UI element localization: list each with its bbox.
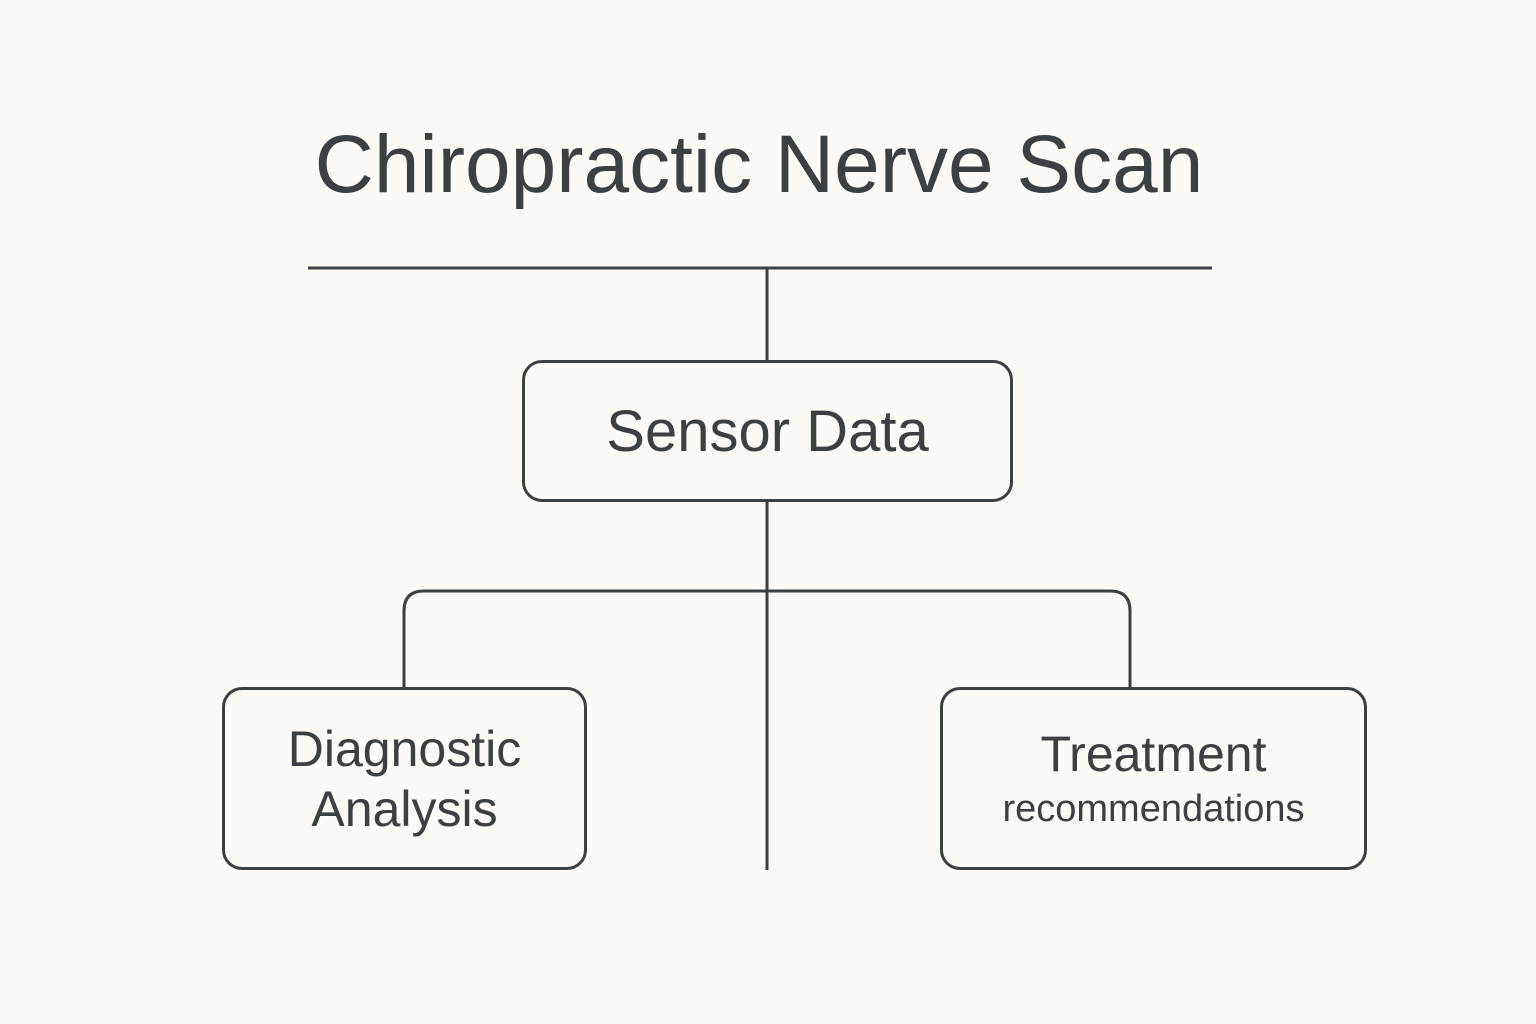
node-label-line2: Analysis [311,780,498,837]
node-label-line2: recommendations [1002,787,1305,830]
node-label-line1: Treatment [1040,725,1267,782]
node-label-line1: Diagnostic [287,720,522,777]
connector-branch-left [402,589,767,688]
node-diagnostic-analysis: Diagnostic Analysis [222,687,587,870]
node-sensor-data: Sensor Data [522,360,1013,502]
connector-branch-right [767,589,1132,688]
node-label: Sensor Data [606,398,929,464]
node-treatment-recommendations: Treatment recommendations [940,687,1367,870]
diagram-title: Chiropractic Nerve Scan [314,119,1204,210]
